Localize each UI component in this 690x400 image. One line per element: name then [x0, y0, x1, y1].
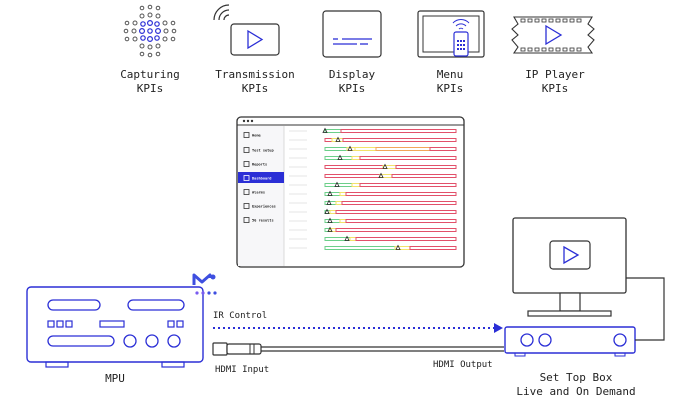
capturing-dots-icon — [139, 20, 162, 42]
ir-arrow-head — [494, 323, 503, 333]
kpi-label-transmission: Transmission KPIs — [215, 68, 295, 95]
stb-label: Set Top Box Live and On Demand — [516, 371, 636, 398]
mpu-device — [26, 286, 204, 368]
hdmi-cable — [212, 342, 504, 356]
ip-player-film-icon — [511, 16, 595, 54]
hdmi-output-label: HDMI Output — [433, 360, 493, 370]
kpi-label-display: Display KPIs — [328, 68, 376, 95]
tv-stb-cable — [626, 277, 665, 341]
play-icon — [563, 245, 580, 265]
mpu-label: MPU — [105, 372, 125, 385]
kpi-icons — [123, 4, 595, 58]
kpi-label-ip-player: IP Player KPIs — [525, 68, 585, 95]
transmission-play-icon — [213, 4, 280, 56]
hdmi-input-label: HDMI Input — [215, 365, 270, 375]
kpi-label-capturing: Capturing KPIs — [120, 68, 180, 95]
ir-control-label: IR Control — [213, 311, 268, 321]
kpi-label-menu: Menu KPIs — [436, 68, 464, 95]
display-icon — [322, 10, 382, 58]
set-top-box — [504, 326, 636, 357]
brand-logo — [192, 273, 217, 295]
menu-remote-icon — [417, 10, 485, 58]
tv-monitor — [512, 217, 627, 317]
